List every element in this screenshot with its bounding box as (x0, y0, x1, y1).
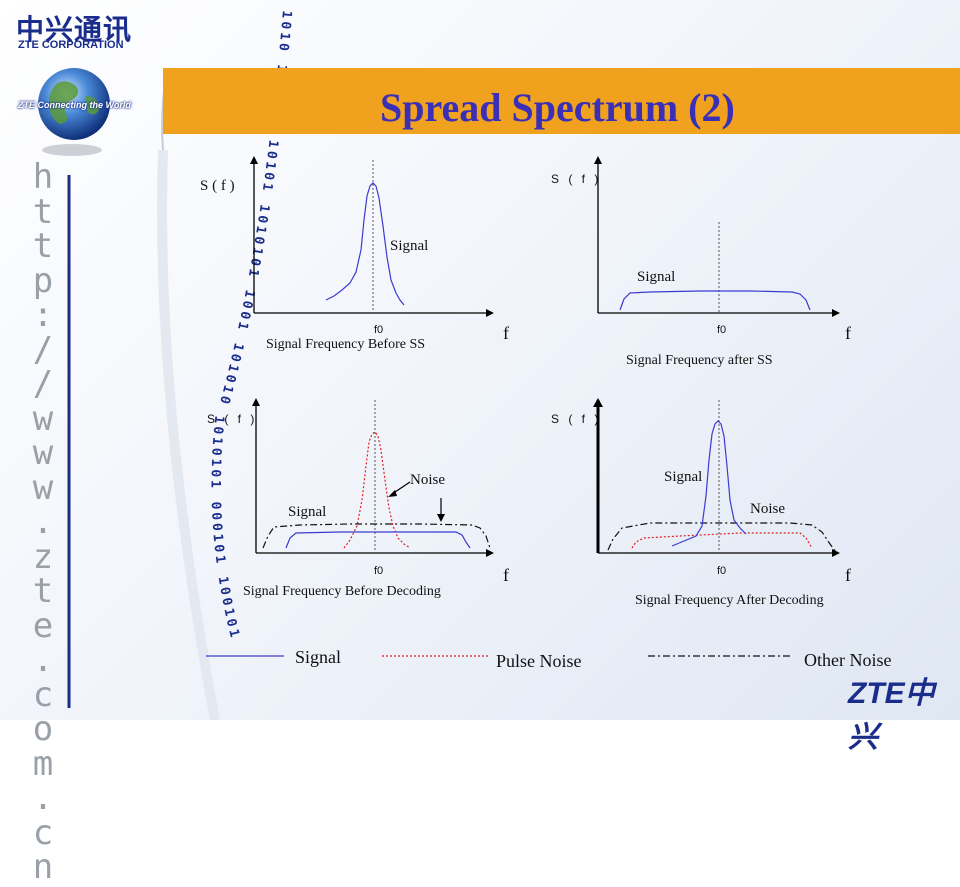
vertical-url-char: n (32, 847, 54, 887)
vertical-url-char: p (32, 260, 54, 301)
vertical-url-char: h (32, 157, 54, 197)
legend-pulse-noise-label: Pulse Noise (496, 651, 582, 671)
after-ss-signal-label: Signal (637, 269, 676, 285)
vertical-url-char: c (32, 674, 54, 715)
before-decoding-xlabel: f (503, 565, 509, 585)
after-ss-caption: Signal Frequency after SS (626, 353, 773, 368)
title-bar (163, 68, 960, 134)
other-noise-curve (607, 522, 837, 553)
spectrum-diagrams (206, 156, 840, 657)
before-ss-f0: f0 (374, 324, 384, 336)
after-decoding-signal-label: Signal (664, 469, 703, 485)
before-ss-caption: Signal Frequency Before SS (266, 337, 426, 352)
before-ss-signal-label: Signal (390, 238, 429, 254)
after-ss-f0: f0 (717, 324, 727, 336)
after-decoding-xlabel: f (845, 565, 851, 585)
before-decoding-noise-label: Noise (410, 472, 445, 488)
vertical-url-char: . (32, 502, 54, 542)
other-noise-curve (262, 523, 491, 549)
vertical-url-char: w (32, 398, 54, 439)
logo-chinese: 中兴通讯 (16, 13, 133, 46)
vertical-url-char: m (32, 743, 54, 784)
signal-curve (325, 182, 405, 306)
legend-other-noise-label: Other Noise (804, 650, 892, 670)
vertical-url-char: e (32, 605, 54, 646)
signal-curve (671, 420, 747, 547)
after-decoding-noise-label: Noise (750, 501, 785, 517)
panel-before-ss (250, 156, 494, 317)
logo-english: ZTE CORPORATION (18, 39, 124, 51)
vertical-url-char: / (32, 329, 54, 370)
after-ss-ylabel: S ( f ) (551, 172, 602, 186)
vertical-url-char: c (32, 812, 54, 853)
panel-before-decoding (252, 398, 494, 557)
vertical-url-char: / (32, 364, 54, 404)
legend-signal-label: Signal (295, 647, 342, 667)
signal-curve (619, 290, 811, 311)
before-decoding-f0: f0 (374, 565, 384, 577)
globe-icon (38, 68, 110, 156)
vertical-url-char: w (32, 467, 54, 508)
after-ss-xlabel: f (845, 323, 851, 343)
vertical-url-char: t (32, 226, 54, 266)
after-decoding-caption: Signal Frequency After Decoding (635, 593, 824, 608)
before-ss-xlabel: f (503, 323, 509, 343)
signal-curve (285, 531, 471, 549)
before-decoding-caption: Signal Frequency Before Decoding (243, 584, 441, 599)
vertical-url-char: t (32, 191, 54, 232)
zte-footer-logo: ZTE中兴 (848, 677, 935, 754)
vertical-url-char: . (32, 778, 54, 818)
panel-after-ss (594, 156, 840, 317)
after-decoding-ylabel: S ( f ) (551, 412, 602, 426)
panel-after-decoding (593, 398, 840, 557)
pulse-noise-curve (631, 532, 813, 549)
before-ss-ylabel: S ( f ) (200, 178, 235, 194)
vertical-url-char: z (32, 536, 54, 577)
globe-caption: ZTE Connecting the World (18, 100, 131, 110)
vertical-url-char: : (32, 295, 54, 335)
after-decoding-f0: f0 (717, 565, 727, 577)
page-title: Spread Spectrum (2) (380, 85, 735, 130)
before-decoding-signal-label: Signal (288, 504, 327, 520)
vertical-url-char: . (32, 640, 54, 680)
vertical-url-char: t (32, 571, 54, 611)
before-decoding-ylabel: S ( f ) (207, 412, 258, 426)
pulse-noise-curve (343, 431, 411, 549)
vertical-url-char: w (32, 433, 54, 473)
